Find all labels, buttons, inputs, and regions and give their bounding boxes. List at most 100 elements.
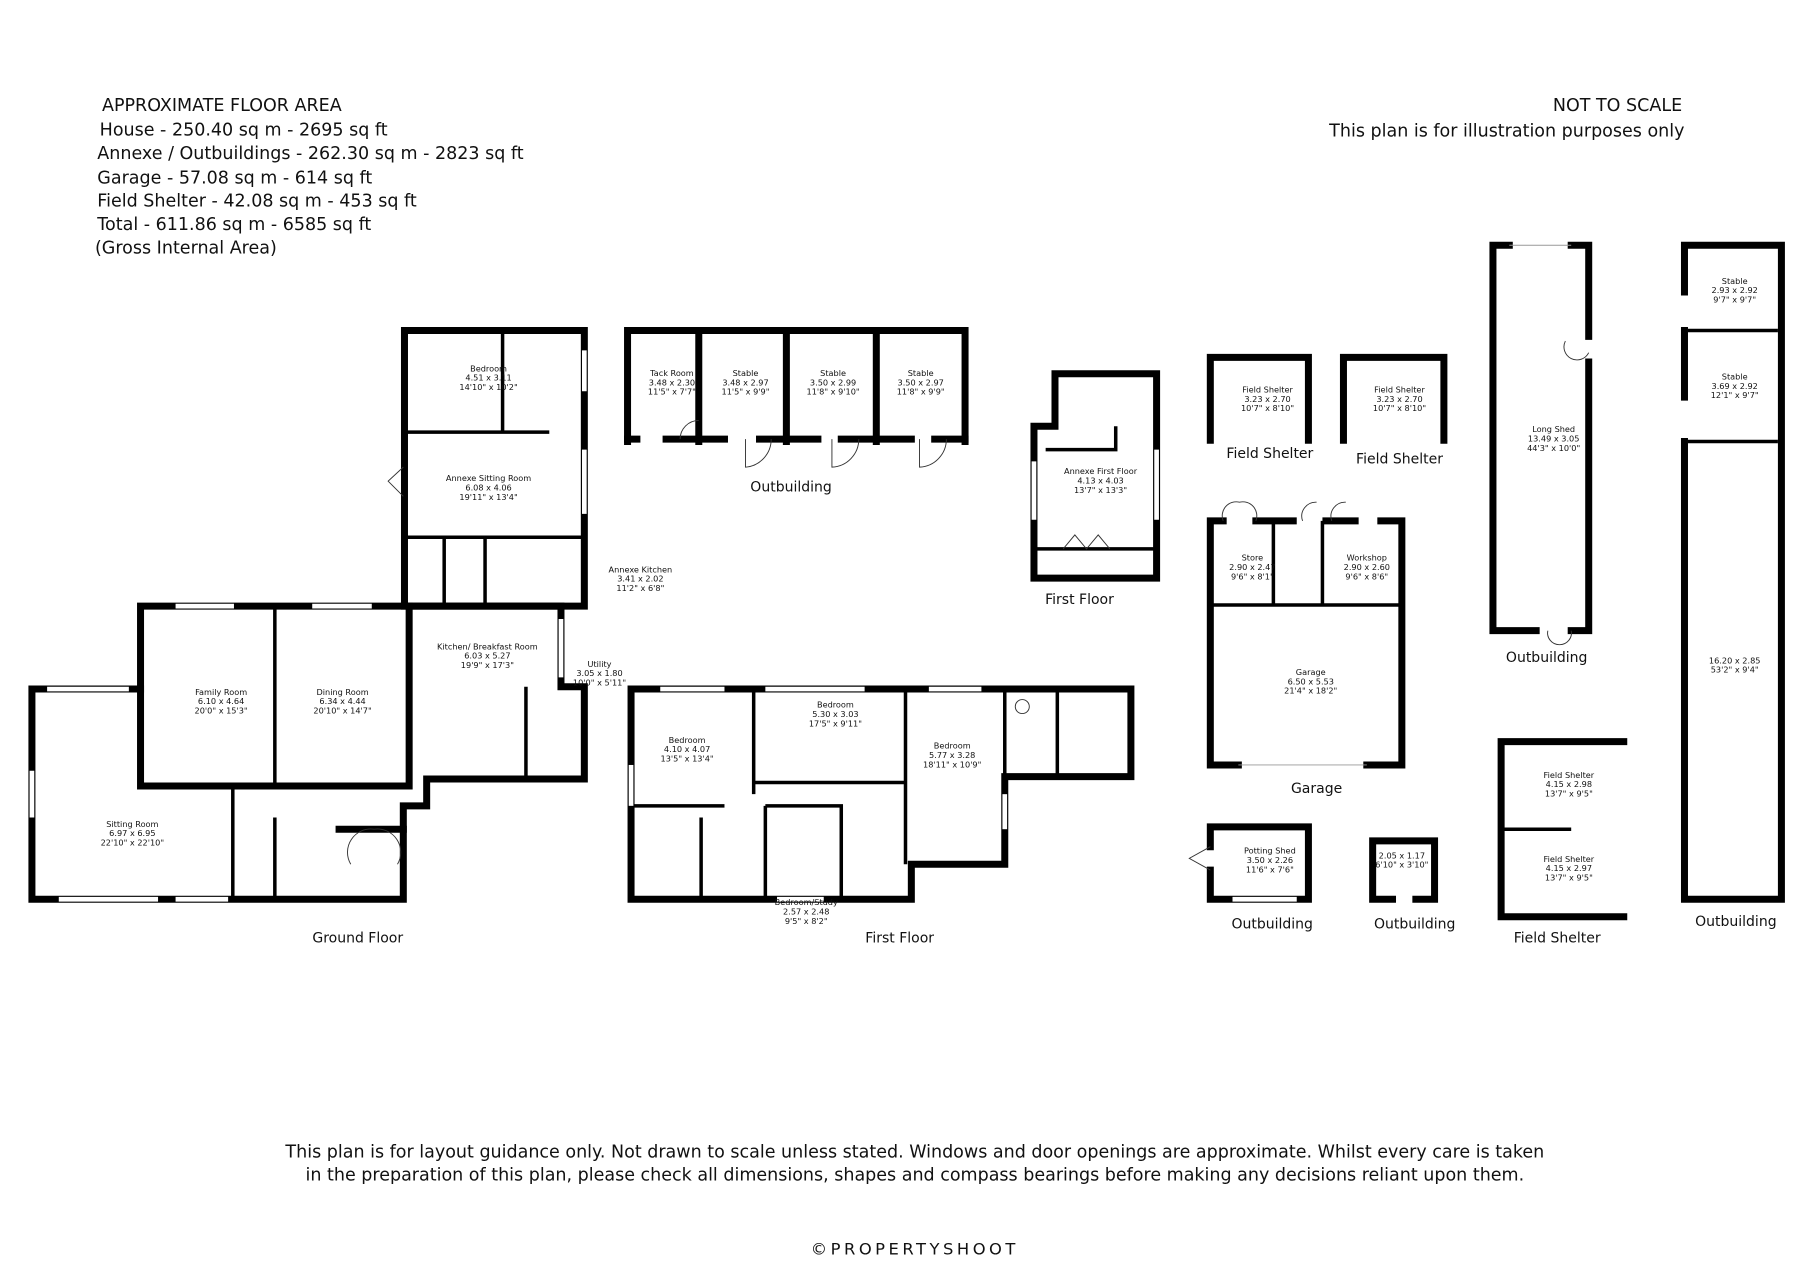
room-imperial: 11'5" x 9'9" <box>722 387 770 397</box>
potting-shed-plan <box>1188 823 1312 903</box>
room-metric: 16.20 x 2.85 <box>1709 655 1761 665</box>
plan-caption: First Floor <box>865 930 934 946</box>
room-name: Garage <box>1296 667 1326 677</box>
plan-caption: Garage <box>1291 781 1342 797</box>
disclaimer-line-2: in the preparation of this plan, please … <box>305 1166 1524 1186</box>
room-imperial: 13'7" x 9'5" <box>1545 873 1593 883</box>
room-metric: 4.13 x 4.03 <box>1077 476 1123 486</box>
room-metric: 3.50 x 2.97 <box>898 377 944 387</box>
room-metric: 6.10 x 4.64 <box>198 696 244 706</box>
room-name: Sitting Room <box>106 819 158 829</box>
room-imperial: 9'7" x 9'7" <box>1713 294 1756 304</box>
room-name: Stable <box>1722 372 1748 382</box>
room-metric: 5.30 x 3.03 <box>812 709 858 719</box>
area-note: (Gross Internal Area) <box>95 238 277 258</box>
room-imperial: 10'0" x 5'11" <box>573 678 626 688</box>
room-name: Utility <box>588 659 612 669</box>
room-imperial: 20'0" x 15'3" <box>195 706 248 716</box>
room-imperial: 20'10" x 14'7" <box>313 706 371 716</box>
room-metric: 4.51 x 3.11 <box>465 373 511 383</box>
plan-caption: Field Shelter <box>1356 452 1443 468</box>
room-metric: 6.34 x 4.44 <box>319 696 365 706</box>
room-name: Bedroom <box>669 735 706 745</box>
room-name: Field Shelter <box>1242 384 1293 394</box>
long-shed-plan <box>1489 241 1593 646</box>
area-annexe: Annexe / Outbuildings - 262.30 sq m - 28… <box>97 144 523 164</box>
plan-caption: First Floor <box>1045 592 1114 608</box>
room-metric: 3.23 x 2.70 <box>1244 394 1290 404</box>
area-field-shelter: Field Shelter - 42.08 sq m - 453 sq ft <box>97 192 417 212</box>
room-imperial: 22'10" x 22'10" <box>101 838 165 848</box>
garage-plan <box>1206 501 1406 769</box>
room-name: Annexe Kitchen <box>609 564 673 574</box>
room-imperial: 44'3" x 10'0" <box>1527 443 1580 453</box>
room-metric: 3.50 x 2.26 <box>1247 855 1293 865</box>
room-metric: 3.69 x 2.92 <box>1712 381 1758 391</box>
plan-caption: Field Shelter <box>1226 446 1313 462</box>
area-house: House - 250.40 sq m - 2695 sq ft <box>100 120 388 140</box>
room-metric: 2.90 x 2.60 <box>1344 562 1390 572</box>
room-imperial: 21'4" x 18'2" <box>1284 686 1337 696</box>
field-shelters-plan <box>1206 353 1448 444</box>
area-total: Total - 611.86 sq m - 6585 sq ft <box>96 215 371 235</box>
room-imperial: 17'5" x 9'11" <box>809 718 862 728</box>
room-name: Store <box>1242 553 1264 563</box>
room-name: Annexe Sitting Room <box>446 473 531 483</box>
room-imperial: 11'5" x 7'7" <box>648 387 696 397</box>
room-imperial: 11'2" x 6'8" <box>616 583 664 593</box>
room-imperial: 53'2" x 9'4" <box>1711 665 1759 675</box>
room-name: Field Shelter <box>1374 384 1425 394</box>
first-floor-plan <box>627 685 1135 903</box>
room-name: Stable <box>1722 276 1748 286</box>
room-metric: 6.03 x 5.27 <box>464 651 510 661</box>
room-imperial: 19'9" x 17'3" <box>461 660 514 670</box>
long-outbuilding-plan <box>1680 241 1785 903</box>
room-metric: 3.48 x 2.97 <box>722 377 768 387</box>
room-name: Annexe First Floor <box>1064 466 1138 476</box>
small-outbuilding-plan <box>1369 837 1439 903</box>
plan-caption: Outbuilding <box>750 480 831 496</box>
plan-caption: Ground Floor <box>312 930 403 946</box>
room-metric: 2.90 x 2.47 <box>1229 562 1275 572</box>
floor-area-summary: APPROXIMATE FLOOR AREA House - 250.40 sq… <box>95 96 524 258</box>
room-metric: 4.15 x 2.97 <box>1546 863 1592 873</box>
plan-caption: Outbuilding <box>1695 914 1776 930</box>
room-metric: 3.05 x 1.80 <box>576 668 622 678</box>
room-imperial: 11'6" x 7'6" <box>1246 864 1294 874</box>
field-shelter-pair-plan <box>1497 738 1628 921</box>
plan-caption: Outbuilding <box>1374 916 1455 932</box>
room-imperial: 14'10" x 10'2" <box>459 382 517 392</box>
room-metric: 2.93 x 2.92 <box>1712 285 1758 295</box>
plan-caption: Outbuilding <box>1231 916 1312 932</box>
room-imperial: 9'5" x 8'2" <box>785 916 828 926</box>
floor-area-title: APPROXIMATE FLOOR AREA <box>102 96 342 116</box>
room-metric: 6.50 x 5.53 <box>1288 676 1334 686</box>
room-name: Tack Room <box>649 368 694 378</box>
room-name: Bedroom <box>470 363 507 373</box>
room-imperial: 6'10" x 3'10" <box>1375 860 1428 870</box>
room-name: Bedroom <box>934 741 971 751</box>
room-name: Field Shelter <box>1544 854 1595 864</box>
brand-logo: ©PROPERTYSHOOT <box>811 1239 1019 1258</box>
room-name: Stable <box>820 368 846 378</box>
room-metric: 3.48 x 2.30 <box>649 377 695 387</box>
room-name: Bedroom <box>817 700 854 710</box>
room-name: Stable <box>733 368 759 378</box>
